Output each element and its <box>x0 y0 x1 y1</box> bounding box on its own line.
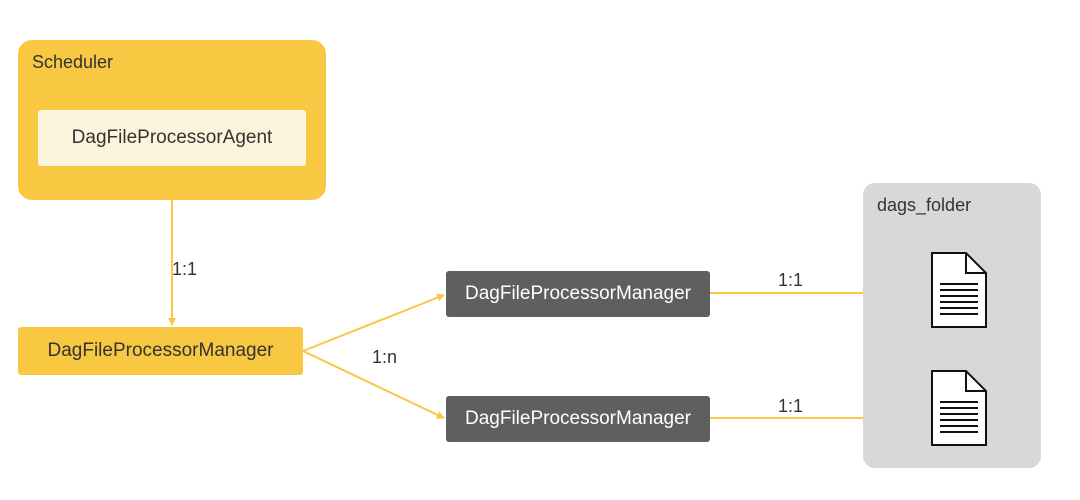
edge-label-scheduler-manager: 1:1 <box>172 259 198 279</box>
scheduler-box: Scheduler DagFileProcessorAgent <box>18 40 326 200</box>
dag-file-processor-agent-box: DagFileProcessorAgent <box>38 110 306 166</box>
dags-folder-box: dags_folder <box>863 183 1041 468</box>
edge-label-processor-2-file: 1:1 <box>778 396 804 416</box>
manager-to-processor-2-arrow <box>302 350 445 419</box>
document-icon <box>931 370 987 446</box>
manager-to-processor-1-arrow <box>302 293 445 352</box>
scheduler-title: Scheduler <box>32 52 114 72</box>
edge-label-processor-1-file: 1:1 <box>778 270 804 290</box>
dags-folder-title: dags_folder <box>877 195 972 215</box>
document-icon <box>931 252 987 328</box>
edge-label-manager-processors: 1:n <box>372 347 398 367</box>
processor-box-2: DagFileProcessorManager <box>446 396 710 442</box>
dag-file-processor-manager-box: DagFileProcessorManager <box>18 327 303 375</box>
processor-box-1: DagFileProcessorManager <box>446 271 710 317</box>
